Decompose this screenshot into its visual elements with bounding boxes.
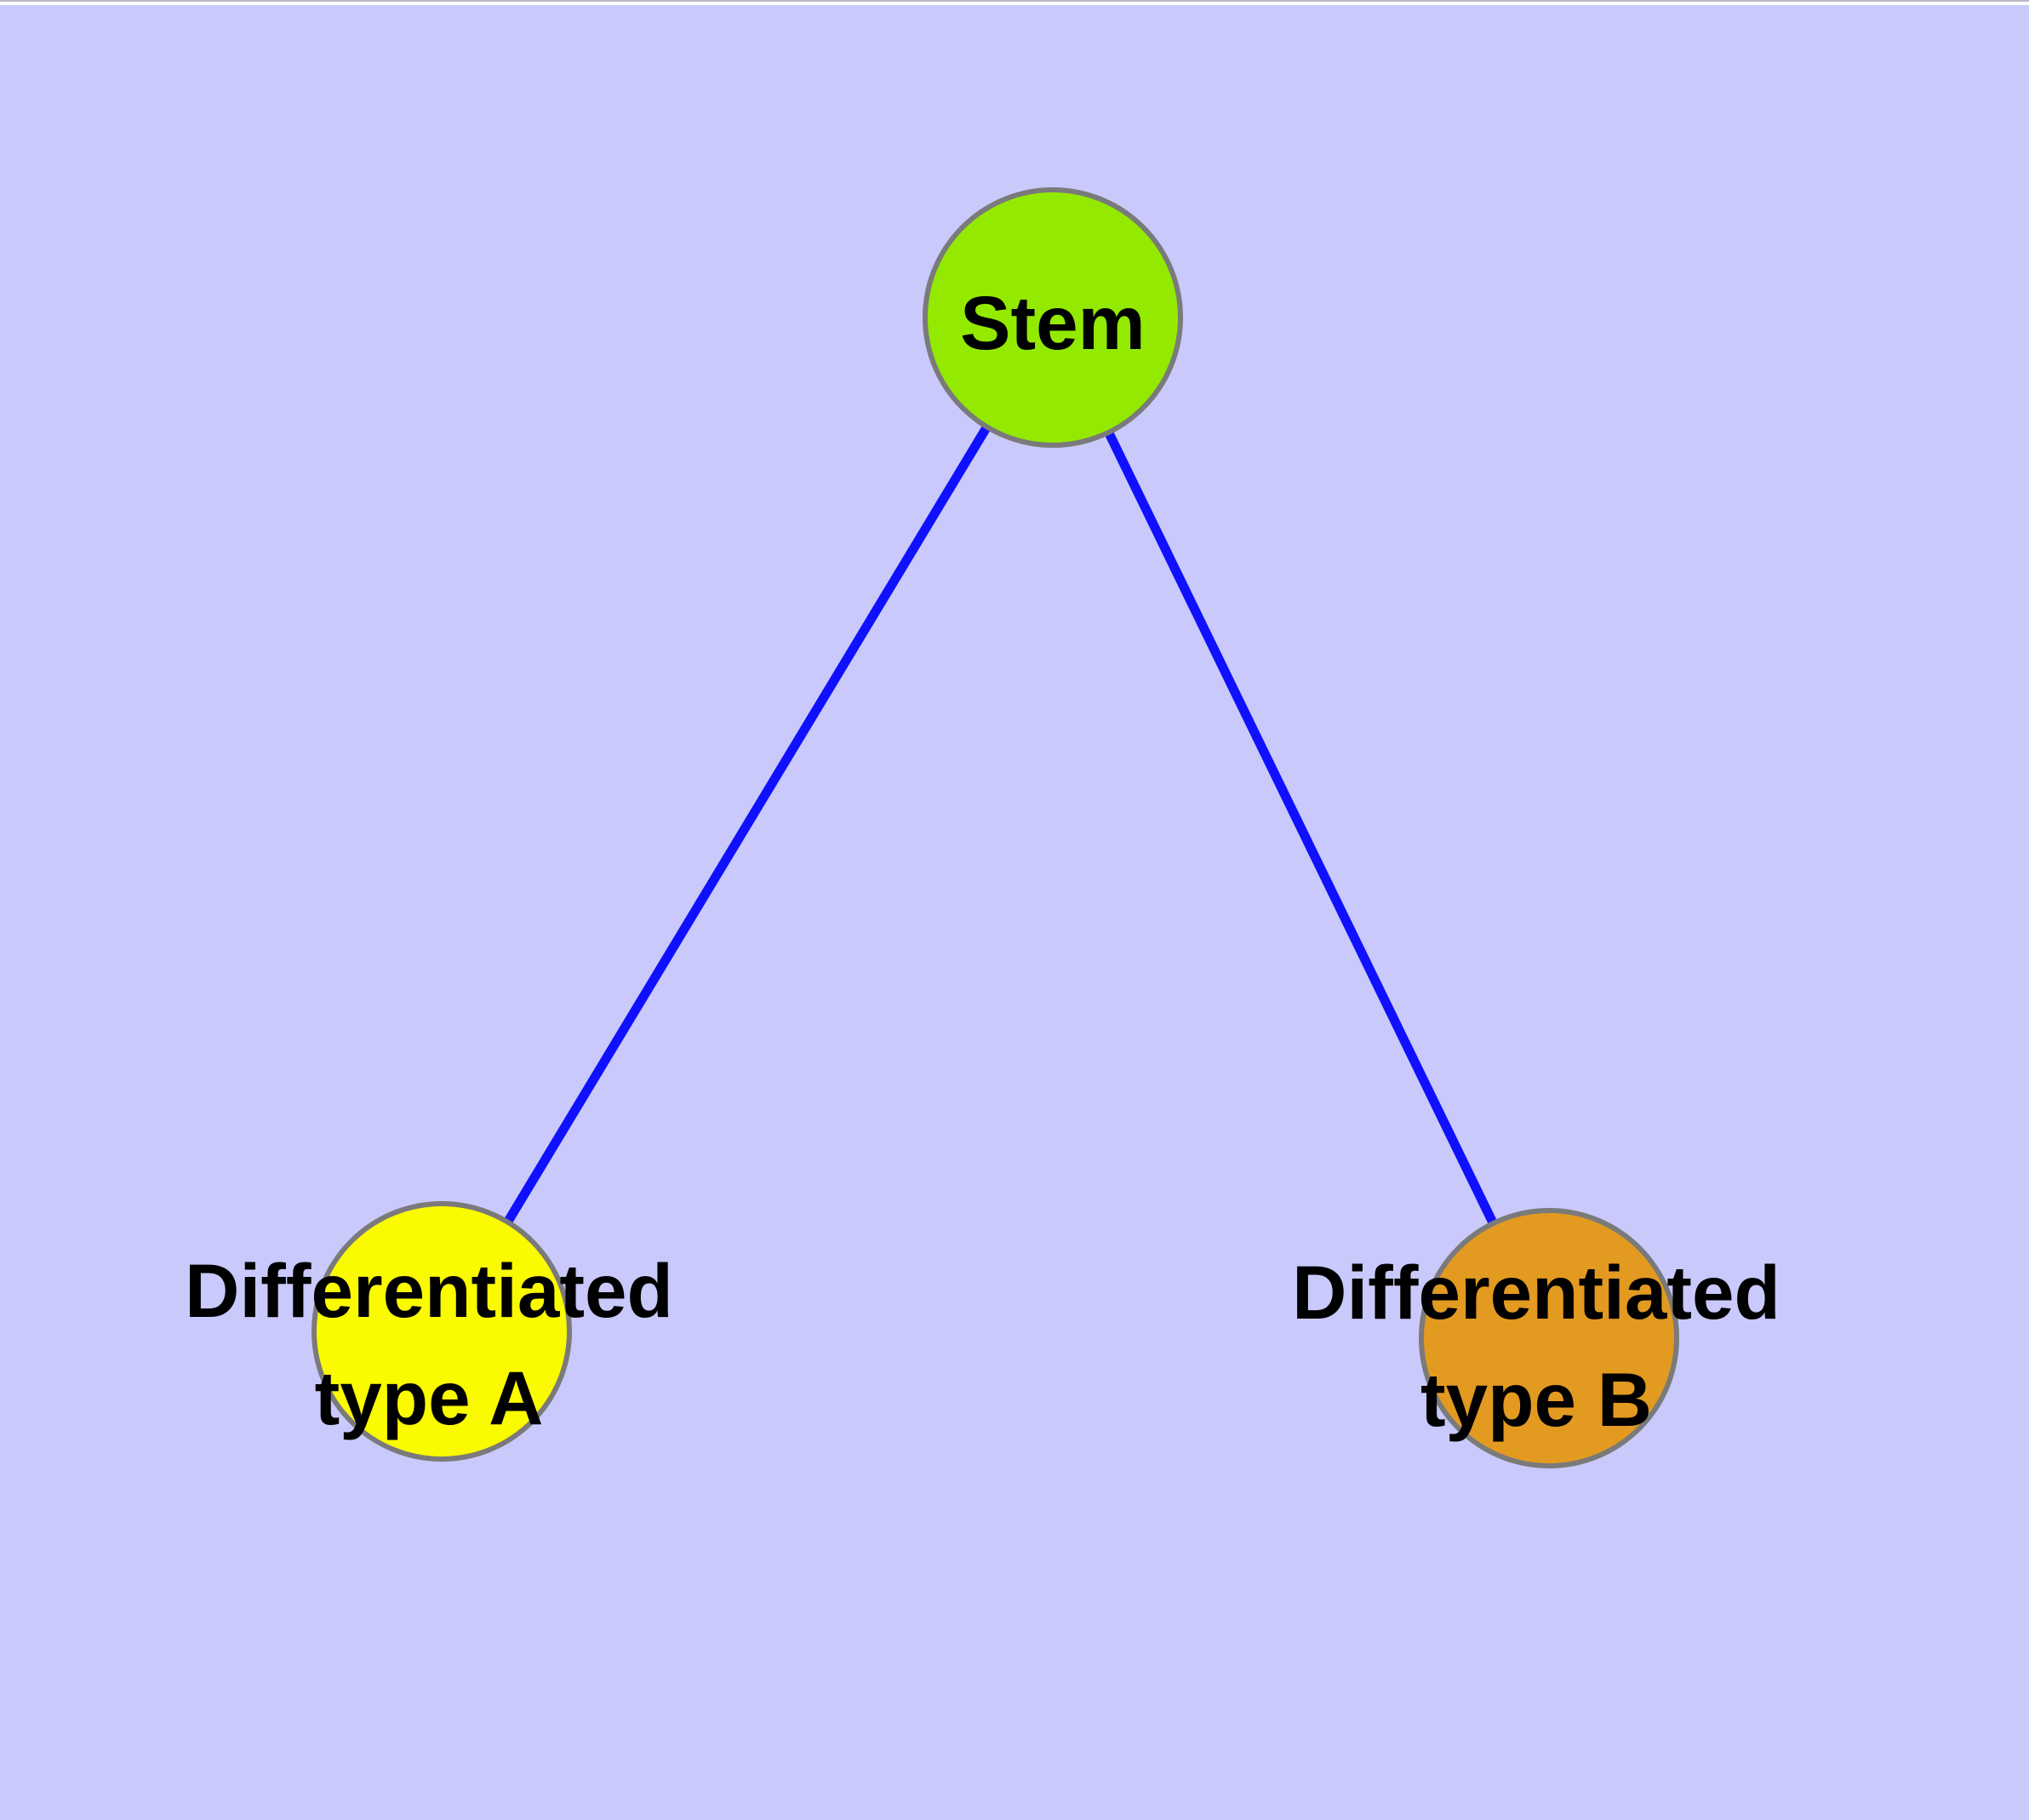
- node-stem: [923, 187, 1183, 448]
- label-differentiated-type-a: Differentiated type A: [185, 1237, 673, 1451]
- label-stem-line-1: Stem: [960, 280, 1146, 365]
- label-type-a-line-2: type A: [314, 1355, 544, 1440]
- node-differentiated-type-a: [311, 1201, 572, 1462]
- label-type-b-line-1: Differentiated: [1292, 1250, 1780, 1335]
- top-border-strip: [0, 0, 2029, 5]
- edge-stem-to-type-a: [437, 315, 1057, 1334]
- label-stem: Stem: [960, 269, 1146, 376]
- node-differentiated-type-b: [1419, 1208, 1679, 1468]
- label-differentiated-type-b: Differentiated type B: [1292, 1239, 1780, 1453]
- edge-stem-to-type-b: [1049, 315, 1553, 1341]
- label-type-a-line-1: Differentiated: [185, 1248, 673, 1333]
- label-type-b-line-2: type B: [1420, 1357, 1652, 1442]
